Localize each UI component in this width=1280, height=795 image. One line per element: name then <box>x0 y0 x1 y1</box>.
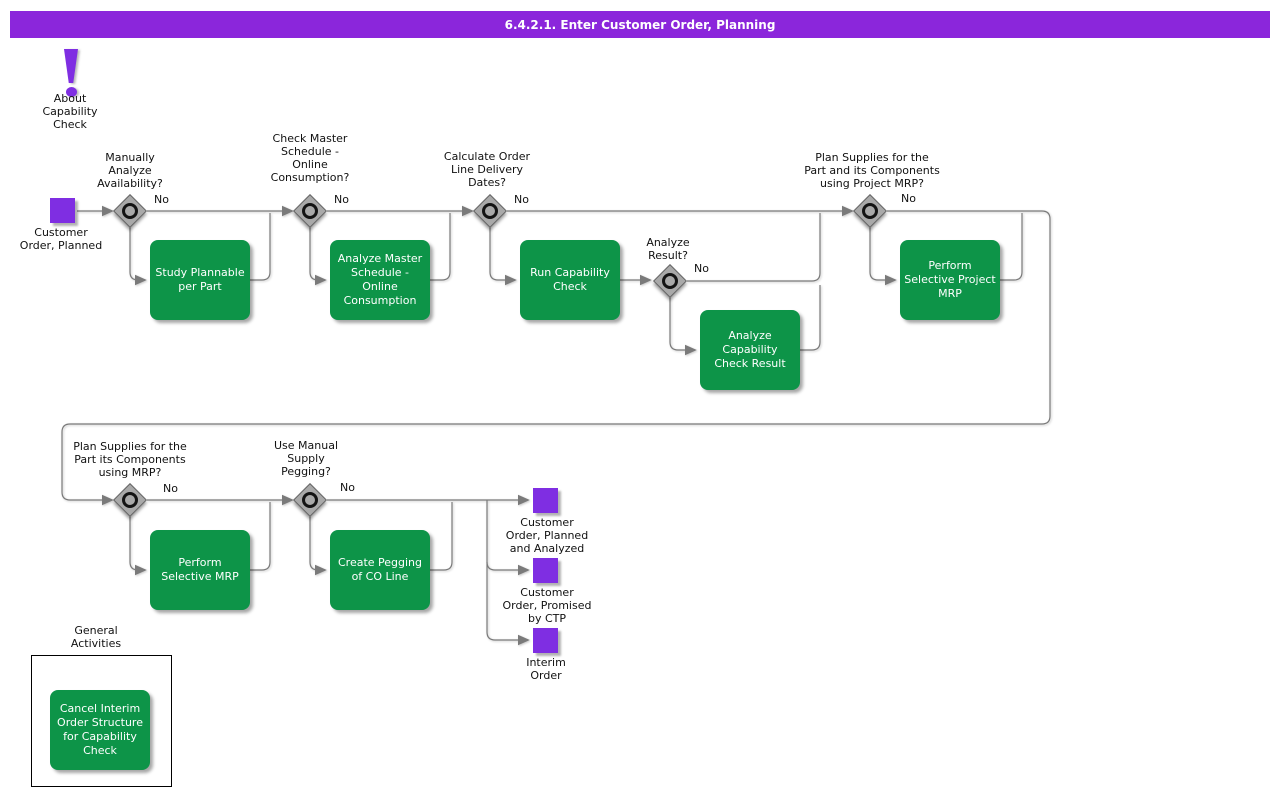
flow-line <box>129 227 147 286</box>
decision-question-label: Analyze Result? <box>646 236 690 262</box>
gateway-circle-icon <box>122 203 138 219</box>
gateway-circle-icon <box>302 203 318 219</box>
flow-line <box>869 227 897 286</box>
task-analyze-master-schedule-online-consumption[interactable]: Analyze Master Schedule - Online Consump… <box>330 240 430 320</box>
gateway-circle-icon <box>662 273 678 289</box>
general-activities-label: General Activities <box>70 624 122 650</box>
branch-label-no: No <box>334 193 349 206</box>
exclamation-dot <box>65 87 77 97</box>
flow-line <box>669 297 697 356</box>
end-event-label: Customer Order, Promised by CTP <box>502 586 592 625</box>
flow-line <box>250 502 271 571</box>
branch-label-no: No <box>154 193 169 206</box>
flow-line <box>250 213 271 281</box>
end-event-interim-order[interactable] <box>533 628 558 653</box>
start-event-customer-order-planned[interactable] <box>50 198 75 223</box>
end-event-label: Customer Order, Planned and Analyzed <box>505 516 589 555</box>
branch-label-no: No <box>514 193 529 206</box>
decision-question-label: Manually Analyze Availability? <box>97 151 163 190</box>
task-perform-selective-project-mrp[interactable]: Perform Selective Project MRP <box>900 240 1000 320</box>
flow-line <box>430 213 451 281</box>
gateway-circle-icon <box>862 203 878 219</box>
task-perform-selective-mrp[interactable]: Perform Selective MRP <box>150 530 250 610</box>
gateway-circle-icon <box>482 203 498 219</box>
task-cancel-interim-order-structure-for-capability-check[interactable]: Cancel Interim Order Structure for Capab… <box>50 690 150 770</box>
flow-line <box>309 227 327 286</box>
decision-question-label: Check Master Schedule - Online Consumpti… <box>270 132 350 184</box>
flow-line <box>430 502 453 571</box>
flow-line <box>309 516 327 576</box>
branch-label-no: No <box>901 192 916 205</box>
flow-line <box>61 210 1051 506</box>
flow-line <box>1000 213 1023 281</box>
gateway-circle-icon <box>122 492 138 508</box>
task-run-capability-check[interactable]: Run Capability Check <box>520 240 620 320</box>
end-event-label: Interim Order <box>526 656 566 682</box>
task-analyze-capability-check-result[interactable]: Analyze Capability Check Result <box>700 310 800 390</box>
flow-line <box>687 213 821 282</box>
gateway-circle-icon <box>302 492 318 508</box>
branch-label-no: No <box>163 482 178 495</box>
flow-line <box>486 561 530 576</box>
about-exclamation-icon[interactable] <box>62 49 80 97</box>
branch-label-no: No <box>340 481 355 494</box>
flow-line <box>489 227 517 286</box>
task-study-plannable-per-part[interactable]: Study Plannable per Part <box>150 240 250 320</box>
page-title: 6.4.2.1. Enter Customer Order, Planning <box>10 11 1270 38</box>
end-event-customer-order-planned-and-analyzed[interactable] <box>533 488 558 513</box>
decision-question-label: Plan Supplies for the Part its Component… <box>73 440 187 479</box>
decision-question-label: Calculate Order Line Delivery Dates? <box>443 150 531 189</box>
decision-question-label: Plan Supplies for the Part and its Compo… <box>804 151 940 190</box>
task-create-pegging-of-co-line[interactable]: Create Pegging of CO Line <box>330 530 430 610</box>
flow-line <box>129 516 147 576</box>
start-event-label: Customer Order, Planned <box>19 226 103 252</box>
about-note-label: About Capability Check <box>42 92 98 131</box>
end-event-customer-order-promised-by-ctp[interactable] <box>533 558 558 583</box>
branch-label-no: No <box>694 262 709 275</box>
flow-line <box>800 285 821 351</box>
flow-line <box>486 500 530 646</box>
decision-question-label: Use Manual Supply Pegging? <box>273 439 339 478</box>
